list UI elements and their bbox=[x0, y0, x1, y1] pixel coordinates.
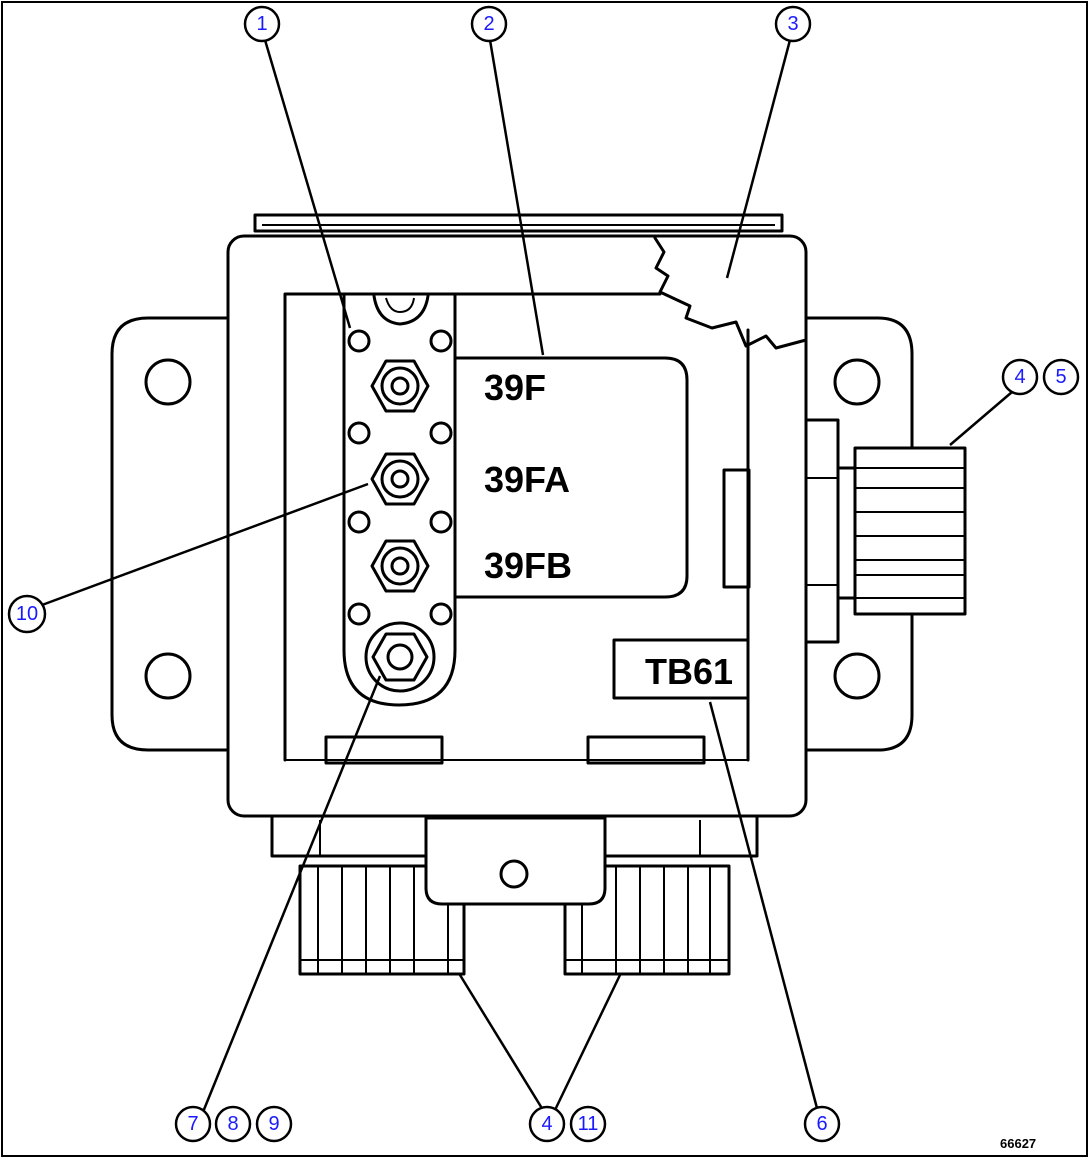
svg-text:6: 6 bbox=[816, 1113, 827, 1135]
callout-4-bottom: 4 bbox=[528, 1105, 566, 1143]
svg-text:5: 5 bbox=[1055, 366, 1066, 388]
stud-hole bbox=[347, 602, 371, 626]
side-slot bbox=[722, 468, 751, 589]
inner-panel-edge bbox=[283, 292, 662, 762]
bottom-connector-right bbox=[563, 864, 731, 976]
callout-2: 2 bbox=[470, 5, 508, 43]
svg-text:1: 1 bbox=[256, 13, 267, 35]
ground-nut bbox=[364, 621, 436, 693]
svg-text:2: 2 bbox=[483, 13, 494, 35]
junction-box-body bbox=[226, 234, 808, 818]
stud-hole bbox=[347, 421, 371, 445]
callout-3: 3 bbox=[774, 5, 812, 43]
mounting-hole bbox=[833, 652, 881, 700]
stud-hole bbox=[347, 510, 371, 534]
svg-text:4: 4 bbox=[1014, 366, 1025, 388]
svg-text:7: 7 bbox=[187, 1113, 198, 1135]
left-mounting-flange bbox=[110, 316, 232, 752]
stud-hole bbox=[429, 602, 453, 626]
right-connector bbox=[804, 418, 967, 644]
hex-nut-39f bbox=[370, 359, 430, 413]
mounting-hole bbox=[833, 358, 881, 406]
svg-text:10: 10 bbox=[16, 603, 38, 625]
vent-slot bbox=[324, 735, 444, 765]
callout-9: 9 bbox=[255, 1105, 293, 1143]
callout-8: 8 bbox=[214, 1105, 252, 1143]
hex-nut-39fb bbox=[370, 539, 430, 593]
svg-text:3: 3 bbox=[787, 13, 798, 35]
tb61-plate bbox=[612, 638, 750, 700]
callout-7: 7 bbox=[174, 1105, 212, 1143]
vent-slot bbox=[586, 735, 706, 765]
figure-code: 66627 bbox=[1000, 1136, 1036, 1151]
tb61-label: TB61 bbox=[645, 651, 733, 692]
mounting-hole bbox=[144, 652, 192, 700]
terminal-bus-bar bbox=[342, 292, 457, 707]
top-lid bbox=[253, 213, 784, 233]
stud-hole bbox=[429, 329, 453, 353]
svg-text:4: 4 bbox=[541, 1113, 552, 1135]
callout-1: 1 bbox=[243, 5, 281, 43]
stud-hole bbox=[347, 329, 371, 353]
hex-nut-39fa bbox=[370, 452, 430, 506]
center-bracket bbox=[319, 816, 701, 906]
leader-lines bbox=[41, 39, 1013, 1113]
stud-hole bbox=[429, 510, 453, 534]
label-39f: 39F bbox=[484, 367, 546, 408]
label-39fb: 39FB bbox=[484, 545, 572, 586]
svg-text:9: 9 bbox=[268, 1113, 279, 1135]
callout-6: 6 bbox=[803, 1105, 841, 1143]
stud-hole bbox=[429, 421, 453, 445]
svg-text:8: 8 bbox=[227, 1113, 238, 1135]
callout-11: 11 bbox=[569, 1105, 607, 1143]
svg-text:11: 11 bbox=[578, 1113, 599, 1135]
cover-breakaway-line bbox=[653, 236, 808, 350]
callout-10: 10 bbox=[7, 594, 47, 634]
callout-4-side: 4 bbox=[1001, 358, 1039, 396]
callout-5: 5 bbox=[1042, 358, 1080, 396]
mounting-hole bbox=[144, 358, 192, 406]
wire-label-panel bbox=[453, 356, 689, 599]
label-39fa: 39FA bbox=[484, 459, 570, 500]
